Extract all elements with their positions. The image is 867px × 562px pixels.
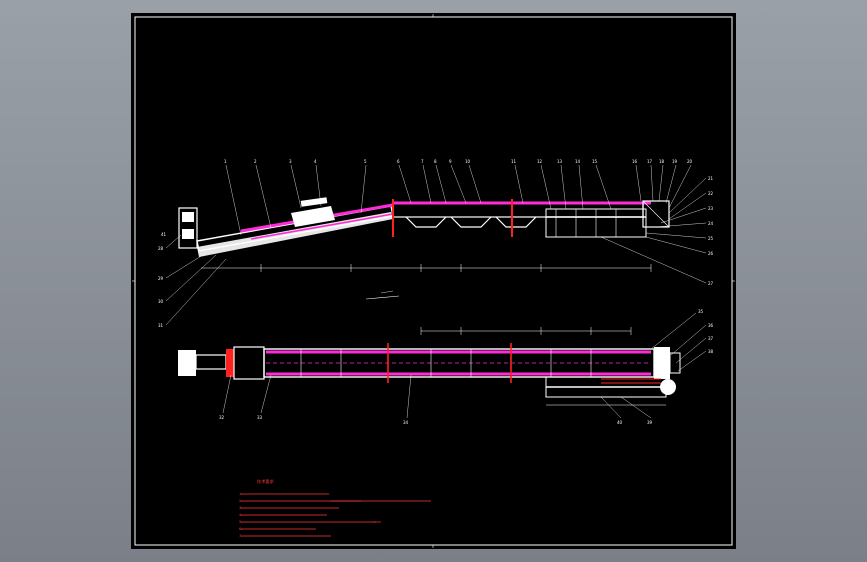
svg-text:18: 18 <box>659 159 665 164</box>
svg-text:40: 40 <box>617 420 623 425</box>
tail-unit-plan <box>654 347 670 379</box>
outer-frame <box>134 16 733 546</box>
svg-text:2: 2 <box>254 159 257 164</box>
svg-text:34: 34 <box>403 420 409 425</box>
svg-text:38: 38 <box>708 349 714 354</box>
svg-text:13: 13 <box>557 159 563 164</box>
svg-text:41: 41 <box>161 232 167 237</box>
svg-text:15: 15 <box>592 159 598 164</box>
note-line-6: 6. <box>239 527 242 531</box>
note-line-2: 2. <box>239 499 242 503</box>
svg-text:16: 16 <box>632 159 638 164</box>
drawing-sheet: 1 2 3 4 5 6 7 8 9 10 11 12 13 14 15 16 1… <box>131 13 736 549</box>
note-line-5: 5. <box>239 520 242 524</box>
drive-pulley-red <box>226 349 234 377</box>
svg-text:14: 14 <box>575 159 581 164</box>
note-line-3: 3. <box>239 506 242 510</box>
technical-notes: 技术要求 1. 2. 3. 4. 5. 6. 7. <box>239 478 431 538</box>
svg-text:12: 12 <box>537 159 543 164</box>
svg-text:10: 10 <box>465 159 471 164</box>
svg-text:22: 22 <box>708 191 714 196</box>
part-balloons: 1 2 3 4 5 6 7 8 9 10 11 12 13 14 15 16 1… <box>158 159 714 328</box>
svg-text:35: 35 <box>698 309 704 314</box>
svg-text:28: 28 <box>158 246 164 251</box>
svg-text:1: 1 <box>224 159 227 164</box>
svg-text:7: 7 <box>421 159 424 164</box>
svg-text:19: 19 <box>672 159 678 164</box>
svg-text:30: 30 <box>158 299 164 304</box>
svg-text:8: 8 <box>434 159 437 164</box>
svg-text:29: 29 <box>158 276 164 281</box>
svg-text:26: 26 <box>708 251 714 256</box>
take-up-unit <box>291 206 335 227</box>
svg-text:31: 31 <box>158 323 164 328</box>
drive-unit-left <box>178 207 198 249</box>
svg-text:20: 20 <box>687 159 693 164</box>
svg-text:17: 17 <box>647 159 653 164</box>
horizontal-frame <box>392 202 644 218</box>
svg-text:11: 11 <box>511 159 517 164</box>
svg-text:39: 39 <box>647 420 653 425</box>
svg-text:27: 27 <box>708 281 714 286</box>
svg-text:24: 24 <box>708 221 714 226</box>
notes-lines <box>241 493 376 537</box>
svg-text:21: 21 <box>708 176 714 181</box>
note-line-1: 1. <box>239 492 242 496</box>
svg-text:32: 32 <box>219 415 225 420</box>
svg-text:36: 36 <box>708 323 714 328</box>
svg-text:3: 3 <box>289 159 292 164</box>
svg-text:9: 9 <box>449 159 452 164</box>
cad-drawing: 1 2 3 4 5 6 7 8 9 10 11 12 13 14 15 16 1… <box>132 14 735 548</box>
svg-text:23: 23 <box>708 206 714 211</box>
plan-view: 32 33 34 35 36 37 38 39 40 41 <box>161 232 714 425</box>
svg-text:37: 37 <box>708 336 714 341</box>
notes-title: 技术要求 <box>257 478 275 485</box>
svg-text:4: 4 <box>314 159 317 164</box>
note-line-4: 4. <box>239 513 242 517</box>
svg-text:25: 25 <box>708 236 714 241</box>
svg-text:5: 5 <box>364 159 367 164</box>
drive-motor <box>178 350 196 376</box>
svg-text:6: 6 <box>397 159 400 164</box>
svg-text:33: 33 <box>257 415 263 420</box>
elevation-view: 1 2 3 4 5 6 7 8 9 10 11 12 13 14 15 16 1… <box>158 159 714 328</box>
plan-balloons: 32 33 34 35 36 37 38 39 40 41 <box>161 232 714 425</box>
note-line-7: 7. <box>239 534 242 538</box>
